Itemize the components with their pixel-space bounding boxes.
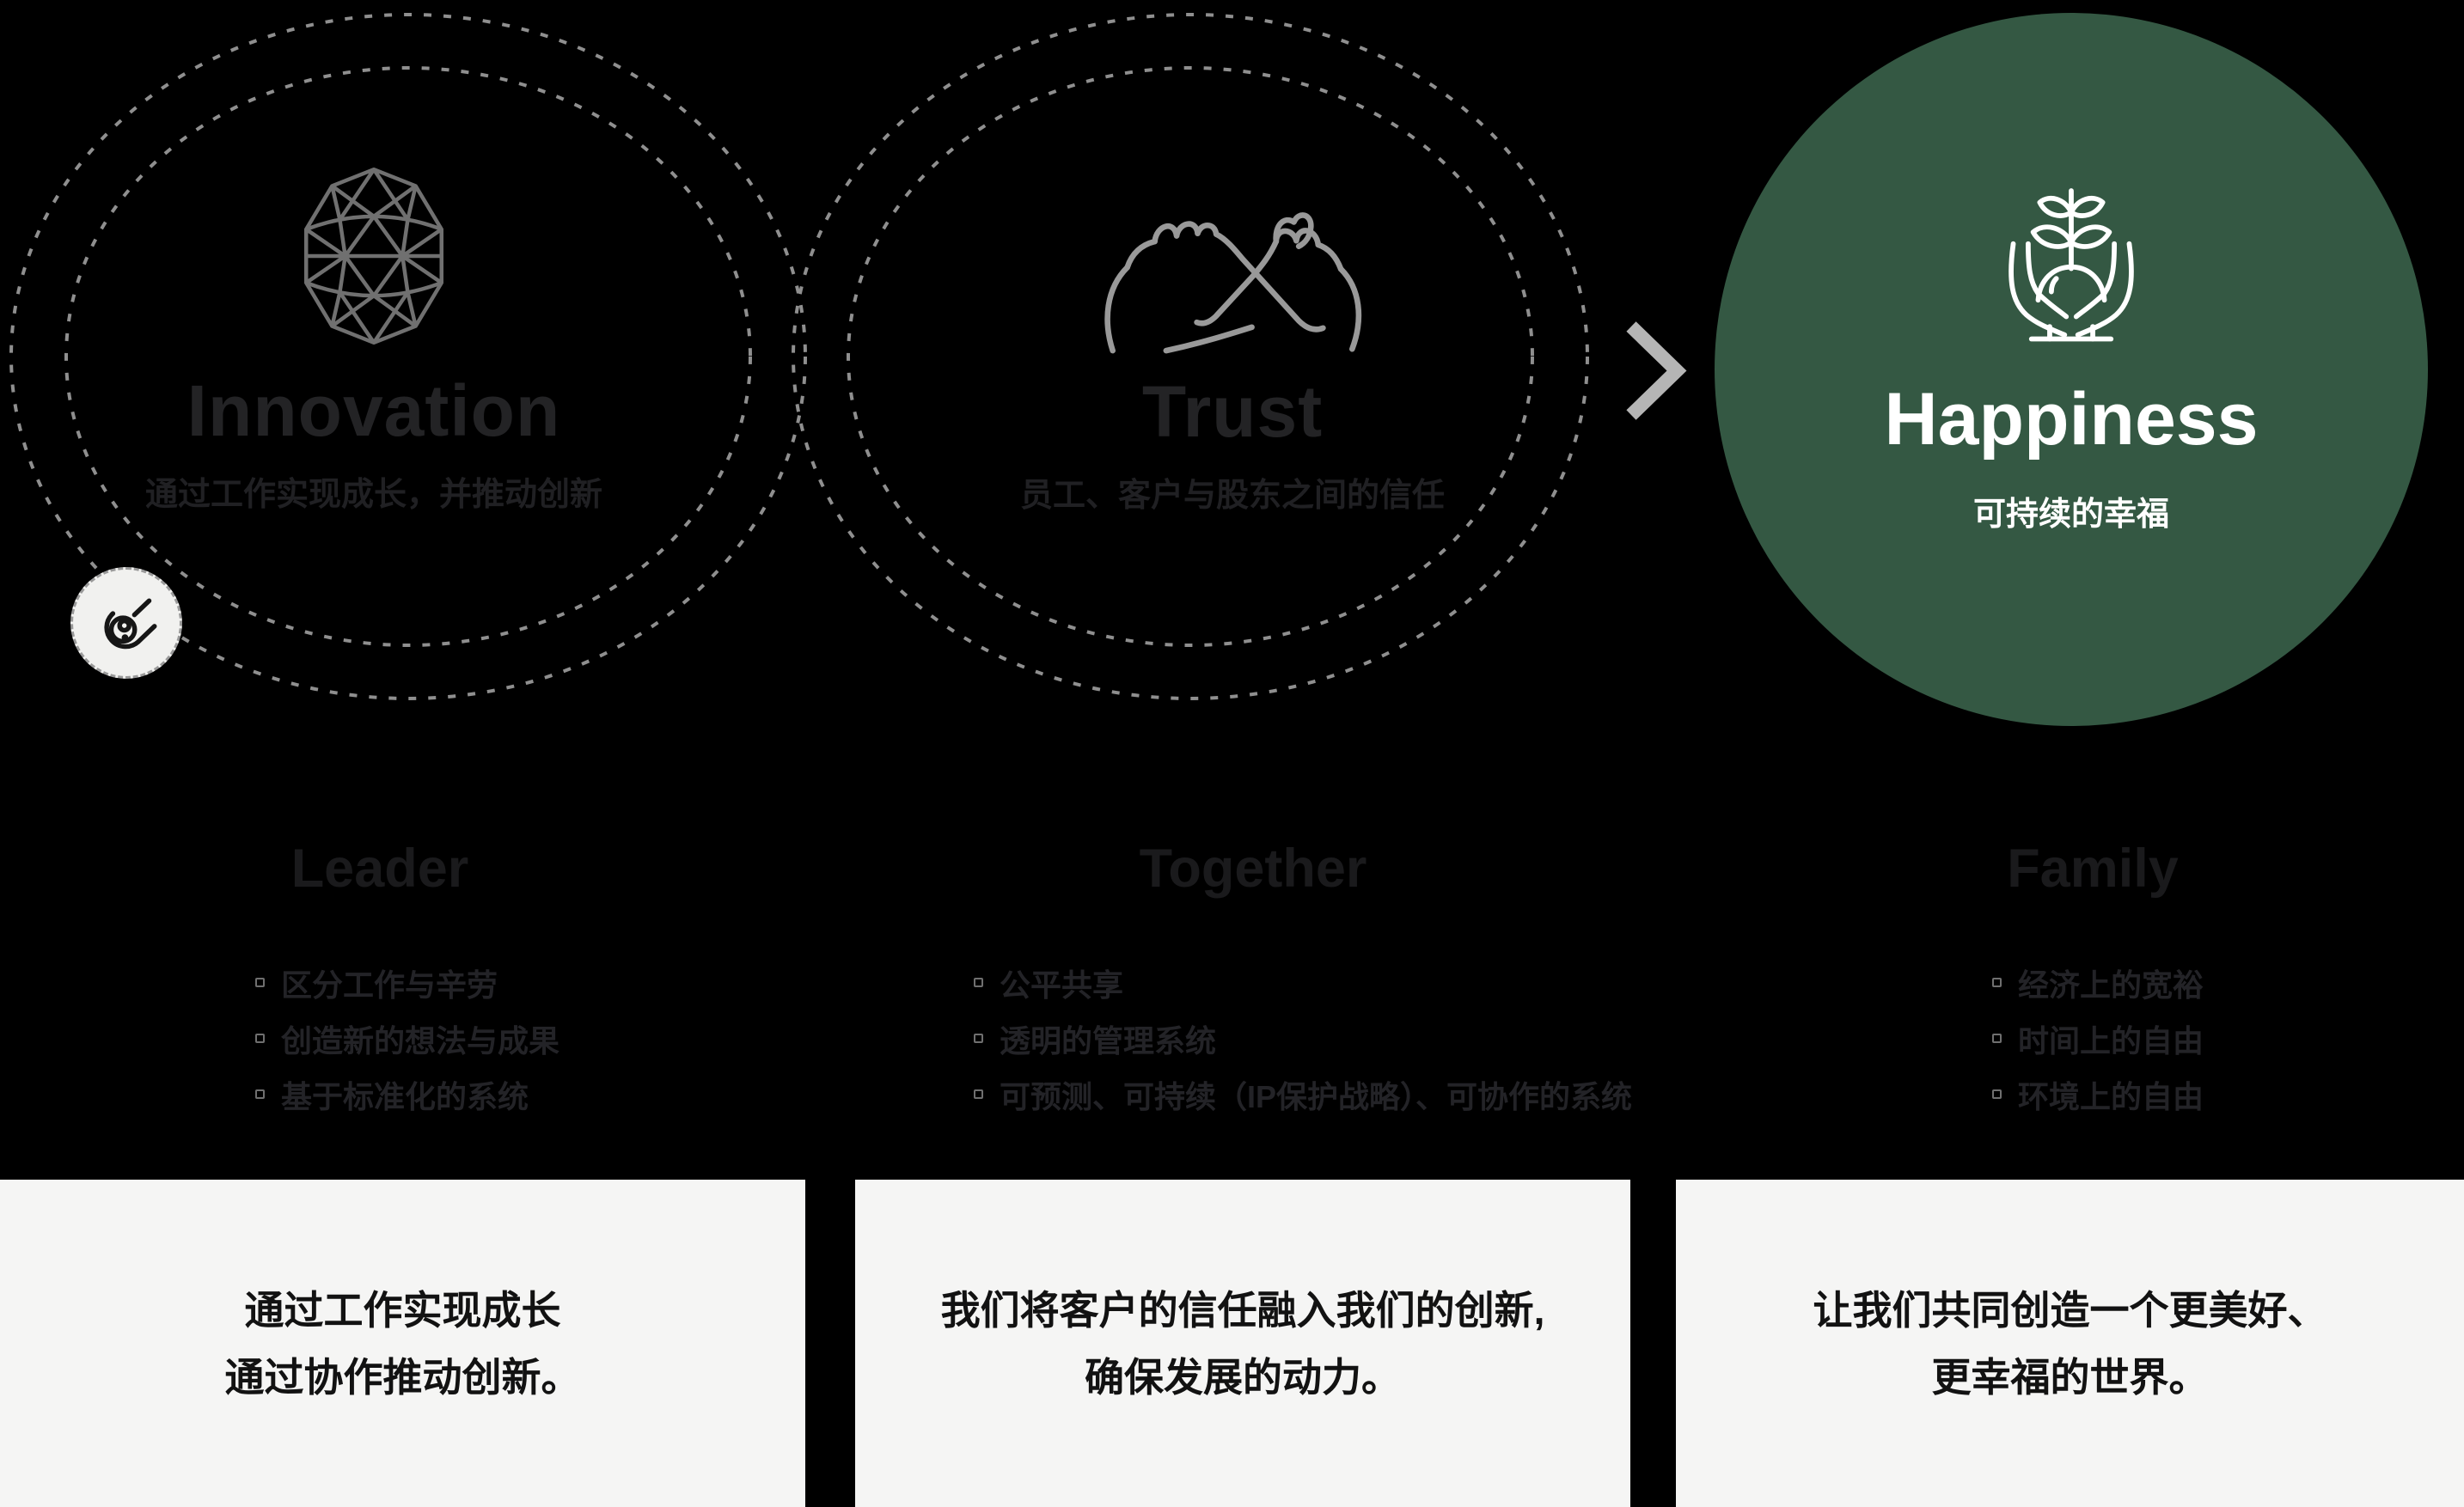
happiness-subtitle: 可持续的幸福	[1972, 497, 2169, 534]
trust-summary-card: 我们将客户的信任融入我们的创新, 确保发展的动力。	[855, 1180, 1630, 1507]
hands-holding-plant-icon	[2008, 188, 2134, 342]
left-lobe-outer-circle	[9, 13, 807, 700]
card-text-line: 确保发展的动力。	[1085, 1354, 1401, 1400]
list-item: 可预测、可持续（IP保护战略）、可协作的系统	[974, 1066, 1632, 1122]
geodesic-sphere-icon	[304, 167, 443, 345]
bullet-square-icon	[1992, 1034, 2002, 1043]
trust-title: Trust	[1141, 371, 1324, 452]
bullet-square-icon	[255, 978, 265, 987]
right-lobe-outer-circle	[792, 13, 1589, 700]
left-lobe-inner-circle	[64, 66, 752, 647]
innovation-subtitle: 通过工作实现成长，并推动创新	[144, 477, 602, 514]
trust-lobe: Trust 员工、客户与股东之间的信任	[975, 185, 1490, 516]
leader-heading: Leader	[290, 839, 469, 899]
family-heading: Family	[2007, 839, 2179, 899]
chevron-right-icon	[1626, 321, 1687, 420]
leader-bullet-list: 区分工作与辛劳 创造新的想法与成果 基于标准化的系统	[255, 955, 559, 1122]
card-text-line: 通过工作实现成长	[244, 1287, 561, 1333]
happiness-title: Happiness	[1884, 378, 2259, 461]
card-text-line: 让我们共同创造一个更美好、	[1813, 1287, 2327, 1333]
innovation-lobe: Innovation 通过工作实现成长，并推动创新	[116, 163, 632, 515]
trust-subtitle: 员工、客户与股东之间的信任	[1019, 478, 1445, 515]
comet-icon	[104, 598, 157, 650]
list-item: 创造新的想法与成果	[255, 1010, 559, 1066]
card-text-line: 更幸福的世界。	[1931, 1354, 2209, 1400]
innovation-summary-card: 通过工作实现成长 通过协作推动创新。	[0, 1180, 805, 1507]
bullet-square-icon	[974, 978, 983, 987]
family-bullet-list: 经济上的宽裕 时间上的自由 环境上的自由	[1992, 955, 2204, 1122]
bullet-square-icon	[255, 1034, 265, 1043]
together-heading: Together	[1139, 839, 1367, 899]
bullet-square-icon	[974, 1089, 983, 1099]
card-text-line: 我们将客户的信任融入我们的创新,	[940, 1287, 1545, 1333]
right-lobe-inner-circle	[847, 66, 1534, 647]
list-item: 区分工作与辛劳	[255, 955, 559, 1010]
list-item: 透明的管理系统	[974, 1010, 1632, 1066]
list-item: 经济上的宽裕	[1992, 955, 2204, 1010]
bullet-square-icon	[974, 1034, 983, 1043]
list-item: 环境上的自由	[1992, 1066, 2204, 1122]
happiness-summary-card: 让我们共同创造一个更美好、 更幸福的世界。	[1676, 1180, 2464, 1507]
happiness-circle: Happiness 可持续的幸福	[1715, 13, 2428, 726]
list-item: 基于标准化的系统	[255, 1066, 559, 1122]
loop-badge	[70, 567, 182, 679]
innovation-title: Innovation	[186, 370, 561, 451]
bullet-square-icon	[1992, 1089, 2002, 1099]
list-item: 公平共享	[974, 955, 1632, 1010]
bullet-square-icon	[255, 1089, 265, 1099]
card-text-line: 通过协作推动创新。	[224, 1354, 581, 1400]
list-item: 时间上的自由	[1992, 1010, 2204, 1066]
together-bullet-list: 公平共享 透明的管理系统 可预测、可持续（IP保护战略）、可协作的系统	[974, 955, 1632, 1122]
pinky-promise-hands-icon	[1104, 212, 1362, 354]
bullet-square-icon	[1992, 978, 2002, 987]
